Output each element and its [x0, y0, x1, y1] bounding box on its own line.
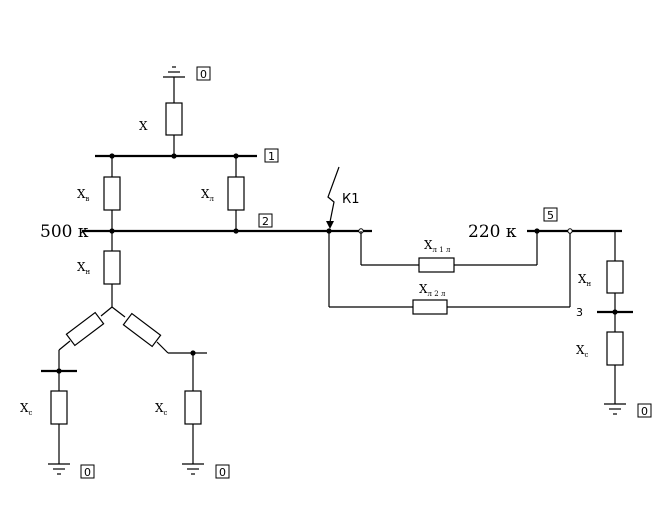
label-x-h: Xн [77, 260, 91, 276]
label-x-r2: Xс [576, 343, 589, 359]
node-box-0-bl: 0 [80, 464, 95, 479]
node-box-1: 1 [264, 148, 279, 163]
resistor-x-right1 [227, 176, 245, 211]
resistor-diag-left [65, 311, 105, 347]
svg-text:0: 0 [200, 68, 207, 81]
node-box-2: 2 [258, 213, 273, 228]
label-x-top: X [139, 119, 148, 133]
node-box-0-r: 0 [637, 403, 652, 418]
resistor-x-bm [184, 390, 202, 425]
bus-label-220: 220 к [468, 222, 517, 242]
node-label-3: 3 [576, 306, 583, 319]
label-x-line1: Xл 1 л [424, 238, 451, 254]
svg-text:2: 2 [262, 215, 269, 228]
fault-label: К1 [342, 192, 360, 207]
label-x-right1: Xл [201, 187, 215, 203]
resistor-x-h [103, 250, 121, 285]
label-x-line2: Xл 2 л [419, 282, 446, 298]
ground-top [163, 66, 185, 103]
svg-text:0: 0 [641, 405, 648, 418]
svg-text:0: 0 [84, 466, 91, 479]
resistor-diag-right [122, 312, 162, 348]
node-box-5: 5 [543, 207, 558, 222]
svg-text:1: 1 [268, 150, 275, 163]
ground-bottom-left [48, 463, 70, 475]
resistor-x-top [165, 102, 183, 136]
ground-right [604, 403, 626, 415]
bus-label-500: 500 к [40, 222, 89, 242]
label-x-bl: Xс [20, 401, 33, 417]
ground-bottom-mid [182, 463, 204, 475]
resistor-x-r2 [606, 331, 624, 366]
node-box-0-bm: 0 [215, 464, 230, 479]
label-x-r1: Xн [578, 272, 592, 288]
svg-text:5: 5 [547, 209, 554, 222]
resistor-x-line1 [418, 257, 455, 273]
resistor-x-bl [50, 390, 68, 425]
resistor-x-b1 [103, 176, 121, 211]
label-x-b1: Xв [77, 187, 90, 203]
node-box-0-top: 0 [196, 66, 211, 81]
resistor-x-line2 [412, 299, 448, 315]
resistor-x-r1 [606, 260, 624, 294]
fault-k1-arrow [326, 166, 340, 229]
label-x-bm: Xс [155, 401, 168, 417]
svg-text:0: 0 [219, 466, 226, 479]
